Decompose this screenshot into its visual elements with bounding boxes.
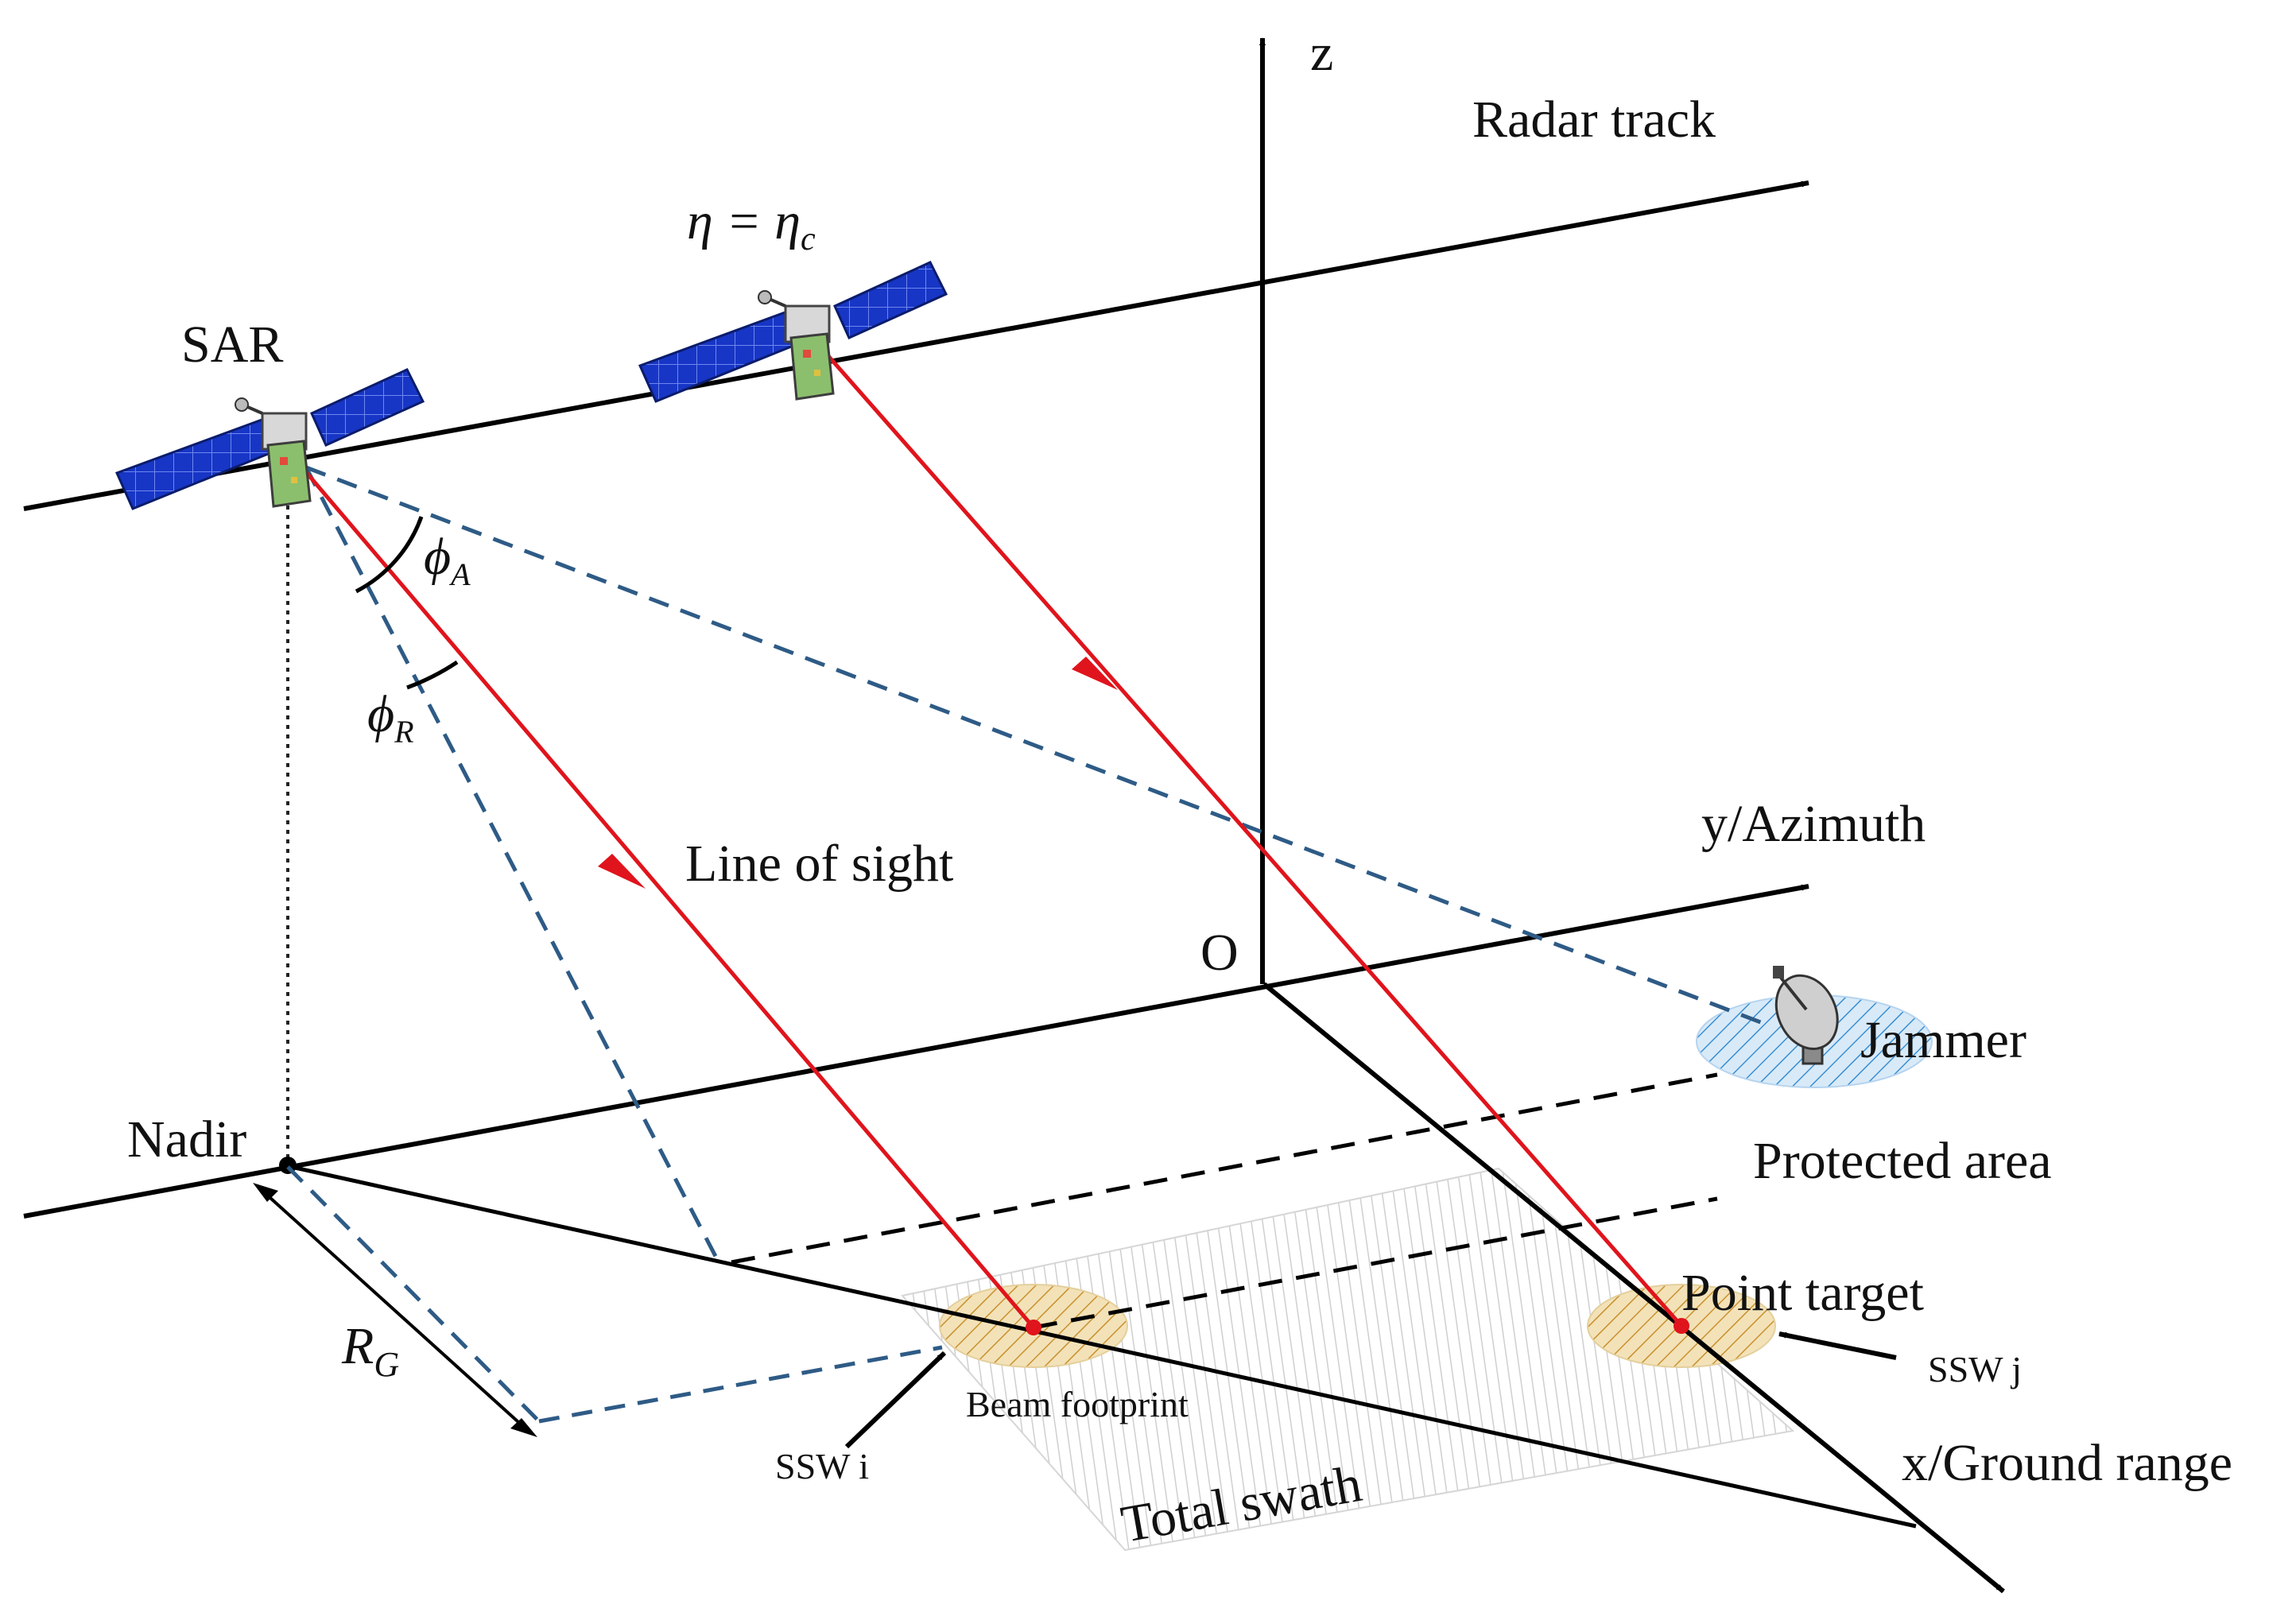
line-of-sight-label: Line of sight: [685, 835, 953, 893]
z-axis-label: z: [1310, 24, 1333, 82]
nadir-label: Nadir: [127, 1110, 246, 1168]
total-swath-area: [901, 1167, 1795, 1552]
radar-track-label: Radar track: [1472, 91, 1716, 149]
rg-arrowhead-bottom: [510, 1418, 537, 1437]
beam-footprint-center: [1026, 1320, 1041, 1335]
los-arrowhead-1: [598, 854, 646, 889]
rg-dimension-line: [261, 1189, 528, 1431]
y-azimuth-axis: [23, 884, 1809, 1219]
y-azimuth-label: y/Azimuth: [1701, 795, 1926, 853]
ssw-j-pointer: [1778, 1331, 1897, 1360]
beam-footprint-label: Beam footprint: [966, 1384, 1189, 1424]
phi-r-angle-arc: [406, 660, 459, 690]
line-of-sight-rays: [304, 348, 1683, 1329]
phi-a-angle-arc: [355, 516, 424, 594]
phi-r-label: ϕR: [367, 685, 414, 750]
x-ground-range-axis: [1262, 982, 2005, 1594]
radar-track-axis: [23, 180, 1809, 511]
jammer-label: Jammer: [1860, 1011, 2026, 1069]
point-target-dot: [1674, 1318, 1689, 1334]
satellite-icon: [638, 261, 948, 403]
ssw-j-label: SSW j: [1928, 1349, 2022, 1389]
rg-arrowhead-top: [253, 1183, 278, 1202]
beam-edge-lines: [286, 465, 1770, 1424]
ground-dashed-lines: [731, 1072, 1718, 1330]
los-arrowhead-2: [1072, 657, 1118, 690]
ssw-i-pointer: [844, 1351, 947, 1449]
point-target-label: Point target: [1681, 1264, 1924, 1322]
sar-label: SAR: [181, 316, 283, 374]
eta-label: η = ηc: [687, 192, 816, 258]
phi-a-label: ϕA: [424, 528, 471, 592]
nadir-range-line: [287, 1164, 1917, 1529]
protected-area-label: Protected area: [1753, 1132, 2052, 1190]
satellite-icon: [115, 368, 425, 510]
radar-dish-icon: [1773, 966, 1839, 1065]
ssw-i-label: SSW i: [775, 1446, 869, 1486]
rg-label: RG: [341, 1317, 399, 1384]
origin-label: O: [1200, 924, 1239, 982]
x-ground-range-label: x/Ground range: [1902, 1434, 2232, 1492]
